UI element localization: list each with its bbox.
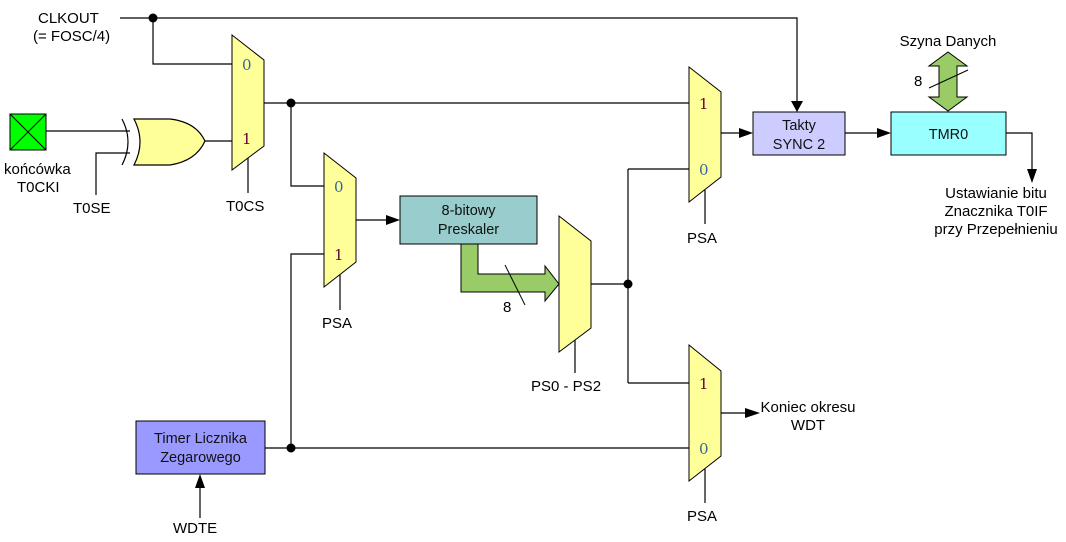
sync-line2: SYNC 2	[773, 137, 825, 153]
label-psa-mux5: PSA	[687, 508, 717, 525]
data-bus-arrow	[927, 51, 969, 112]
label-clkout-sub: (= FOSC/4)	[33, 28, 110, 45]
label-pin-line1: końcówka	[4, 161, 71, 178]
prescaler-block: 8-bitowy Preskaler	[399, 195, 538, 245]
label-prescaler-bus-width: 8	[503, 299, 511, 316]
mux-t0cs-in1: 1	[242, 130, 252, 148]
wire-mux1-mux2	[290, 103, 324, 187]
label-ps-select: PS0 - PS2	[531, 378, 601, 395]
t0cki-pin	[9, 113, 47, 151]
arrowhead-prescaler	[386, 215, 400, 225]
label-t0if-line1: Ustawianie bitu	[945, 185, 1047, 202]
mux-psa-wdt	[688, 343, 722, 483]
wire-wdt-mux2	[290, 253, 324, 448]
wire-t0se	[95, 152, 130, 195]
prescaler-line1: 8-bitowy	[442, 203, 497, 219]
mux-psa-wdt-in1: 1	[699, 375, 709, 393]
junction-clkout	[148, 13, 158, 23]
mux-psa-tmr0-in0: 0	[699, 161, 709, 179]
prescaler-bus-arrow	[460, 243, 560, 303]
label-clkout: CLKOUT	[38, 10, 99, 27]
arrowhead-sync-top	[791, 101, 803, 112]
arrowhead-sync	[739, 128, 753, 138]
wire-clkout-mux1	[152, 18, 232, 65]
label-t0if-line2: Znacznika T0IF	[944, 203, 1047, 220]
wires	[46, 13, 1037, 518]
wdt-timer-line2: Zegarowego	[160, 450, 241, 466]
arrowhead-t0if	[1027, 169, 1037, 183]
label-t0se: T0SE	[73, 200, 111, 217]
tmr0-block: TMR0	[890, 111, 1007, 156]
mux-t0cs-in0: 0	[242, 56, 252, 74]
wire-tmr0-out	[1006, 132, 1033, 172]
arrowhead-wdt-out	[745, 408, 760, 418]
data-bus-slash	[928, 69, 969, 89]
arrowhead-wdte	[195, 474, 205, 488]
sync-block: Takty SYNC 2	[752, 111, 846, 156]
wdt-timer-block: Timer Licznika Zegarowego	[135, 420, 266, 475]
label-pin-line2: T0CKI	[17, 179, 60, 196]
junction-mux3-out	[623, 279, 633, 289]
label-t0cs: T0CS	[226, 198, 264, 215]
label-data-bus-width: 8	[914, 73, 922, 90]
mux-psa-prescaler-in0: 0	[334, 178, 344, 196]
junction-wdt	[286, 443, 296, 453]
label-t0if-line3: przy Przepełnieniu	[934, 221, 1057, 238]
label-wdte: WDTE	[173, 520, 217, 537]
mux-psa-prescaler	[323, 151, 357, 289]
label-data-bus: Szyna Danych	[900, 33, 997, 50]
wire-clkout	[120, 17, 798, 102]
arrowhead-tmr0	[877, 128, 891, 138]
sync-line1: Takty	[782, 118, 817, 134]
wdt-timer-line1: Timer Licznika	[154, 431, 248, 447]
label-wdt-out-line1: Koniec okresu	[760, 399, 855, 416]
mux-t0cs	[231, 33, 265, 171]
mux-prescaler-select	[558, 214, 592, 353]
label-wdt-out-line2: WDT	[791, 417, 825, 434]
label-psa-mux4: PSA	[687, 230, 717, 247]
prescaler-line2: Preskaler	[438, 222, 499, 238]
prescaler-bus-slash	[504, 264, 526, 306]
mux-psa-prescaler-in1: 1	[334, 246, 344, 264]
label-psa-mux2: PSA	[322, 315, 352, 332]
mux-psa-tmr0	[688, 65, 722, 204]
mux-psa-tmr0-in1: 1	[699, 95, 709, 113]
tmr0-label: TMR0	[929, 127, 968, 143]
mux-psa-wdt-in0: 0	[699, 440, 709, 458]
xor-gate	[121, 118, 206, 166]
